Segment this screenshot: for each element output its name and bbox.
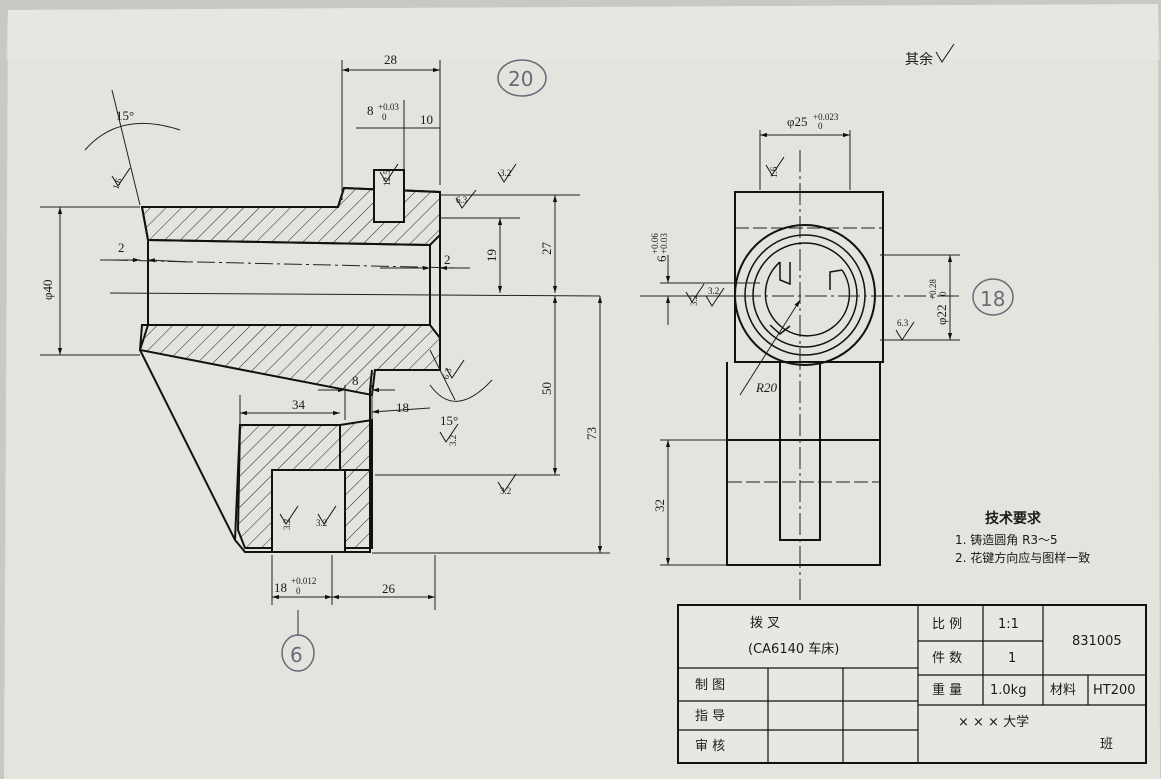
scale-label: 比 例 — [932, 617, 962, 632]
tech-req-item-2: 2. 花键方向应与图样一致 — [955, 550, 1090, 565]
count-value: 1 — [1008, 651, 1016, 666]
roughness-symbols: 3.2 6.3 1.6 12.5 6.3 3.2 3.2 3.2 3.2 — [110, 163, 517, 530]
dim-32: 32 — [652, 499, 667, 512]
scale-value: 1:1 — [998, 617, 1019, 632]
roughness-3.2-face: 3.2 — [448, 435, 458, 446]
dim-8-tol-lower: 0 — [382, 112, 387, 122]
material-value: HT200 — [1093, 683, 1136, 698]
front-dim-lines — [40, 60, 610, 610]
roughness-1.6-side: 1.6 — [769, 166, 779, 178]
roughness-3.2-fork-b: 3.2 — [316, 518, 327, 528]
handwritten-18: 18 — [980, 287, 1005, 311]
roughness-6.3-angle: 6.3 — [440, 366, 453, 380]
dim-6: 6 — [654, 255, 669, 262]
dim-26: 26 — [382, 581, 396, 596]
tech-req-title: 技术要求 — [985, 510, 1042, 527]
side-dim-lines — [640, 130, 960, 600]
dim-phi25: φ25 — [787, 114, 808, 129]
paper — [4, 4, 1160, 779]
dim-18-tol-upper: +0.012 — [291, 576, 316, 586]
roughness-icon — [111, 163, 517, 525]
title-block: 拨 叉 (CA6140 车床) 比 例 1:1 件 数 1 831005 重 量… — [677, 604, 1147, 764]
roughness-6.3-side: 6.3 — [897, 318, 909, 328]
front-dim-text: 28 8 +0.03 0 10 15° 2 2 φ40 19 27 50 73 … — [40, 52, 599, 596]
dim-6-tol-lower: +0.03 — [659, 233, 669, 254]
dim-8-mid: 8 — [352, 373, 359, 388]
weight-value: 1.0kg — [990, 683, 1026, 698]
review-label: 审 核 — [695, 739, 725, 754]
dim-28: 28 — [384, 52, 397, 67]
side-dim-text: φ25 +0.023 0 6 +0.06 +0.03 φ22 +0.28 0 R… — [650, 112, 949, 512]
dim-34: 34 — [292, 397, 306, 412]
dim-2-right: 2 — [444, 252, 451, 267]
dim-18-tol-lower: 0 — [296, 586, 301, 596]
roughness-12.5-key: 12.5 — [382, 170, 392, 186]
angle-15-bottom: 15° — [440, 413, 458, 428]
tech-requirements: 技术要求 1. 铸造圆角 R3～5 2. 花键方向应与图样一致 — [955, 510, 1090, 565]
material-label: 材料 — [1050, 683, 1076, 698]
school-name: × × × 大学 — [958, 714, 1029, 730]
dim-r20: R20 — [755, 380, 777, 395]
roughness-3.2-fork-a: 3.2 — [282, 519, 292, 530]
guide-label: 指 导 — [695, 709, 725, 724]
dim-50: 50 — [539, 382, 554, 395]
dim-18-bottom: 18 — [274, 580, 287, 595]
dim-6-tol-upper: +0.06 — [650, 233, 660, 254]
roughness-1.6-left: 1.6 — [110, 176, 123, 190]
dim-2-left: 2 — [118, 240, 125, 255]
machine-name: (CA6140 车床) — [748, 641, 839, 657]
angle-15-top: 15° — [116, 108, 134, 123]
dim-19: 19 — [484, 249, 499, 262]
handwritten-20: 20 — [508, 67, 533, 91]
drawn-by-label: 制 图 — [695, 678, 725, 693]
roughness-3.2-top: 3.2 — [500, 168, 511, 178]
front-view — [138, 169, 441, 553]
part-name: 拨 叉 — [750, 616, 780, 631]
surface-note: 其余 — [905, 51, 933, 68]
drawing-number: 831005 — [1072, 634, 1122, 649]
class-label: 班 — [1100, 737, 1113, 752]
roughness-3.2-side-a: 3.2 — [689, 295, 699, 306]
handwritten-marks: 20 18 6 — [281, 59, 1014, 672]
roughness-3.2-side-b: 3.2 — [708, 286, 719, 296]
dim-phi40: φ40 — [40, 279, 55, 300]
dim-phi22-tol-lower: 0 — [938, 291, 948, 296]
dim-10: 10 — [420, 112, 433, 127]
dim-73: 73 — [584, 427, 599, 440]
dim-phi22: φ22 — [934, 304, 949, 325]
roughness-6.3-front: 6.3 — [456, 195, 468, 205]
dim-27: 27 — [539, 242, 554, 256]
dim-8-tol-upper: +0.03 — [378, 102, 399, 112]
handwritten-6: 6 — [290, 643, 303, 667]
roughness-icon — [935, 43, 955, 63]
dim-phi25-tol-lower: 0 — [818, 121, 823, 131]
tech-req-item-1: 1. 铸造圆角 R3～5 — [955, 532, 1058, 547]
roughness-3.2-lower: 3.2 — [500, 486, 511, 496]
dim-phi22-tol-upper: +0.28 — [928, 279, 938, 300]
dim-phi25-tol-upper: +0.023 — [813, 112, 839, 122]
roughness-icon — [685, 156, 915, 341]
weight-label: 重 量 — [932, 682, 962, 698]
dim-8: 8 — [367, 103, 374, 118]
count-label: 件 数 — [932, 651, 962, 666]
dim-18-mid: 18 — [396, 400, 409, 415]
